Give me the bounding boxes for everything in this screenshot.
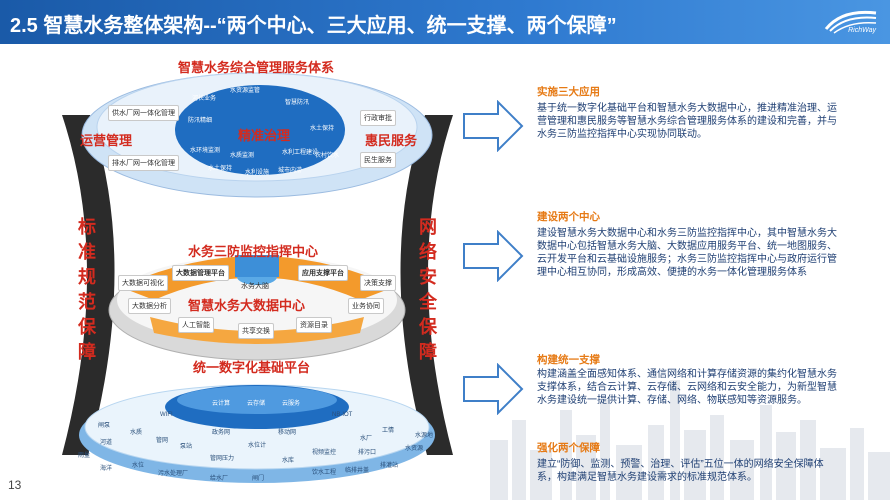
governance-item: 防汛精细 xyxy=(188,118,213,124)
sensor-item: 闸门 xyxy=(252,476,265,482)
sensor-item: 河道 xyxy=(100,440,113,446)
mid-bottom-item: 人工智能 xyxy=(178,317,214,333)
app-label-governance: 精准治理 xyxy=(238,128,291,143)
sensor-item: 闸泵 xyxy=(98,423,111,429)
header-bar: 2.5 智慧水务整体架构--“两个中心、三大应用、统一支撑、两个保障” Rich… xyxy=(0,0,890,44)
sensor-item: 雨量 xyxy=(78,453,91,459)
governance-item: 水土保持 xyxy=(310,126,335,132)
app-label-public-service: 惠民服务 xyxy=(365,133,418,148)
mid-left-item: 大数据可视化 xyxy=(118,275,168,291)
sensor-item: 水厂 xyxy=(360,436,373,442)
bigdata-mgmt-platform: 大数据管理平台 xyxy=(172,265,229,281)
network-item: 移动网 xyxy=(278,430,297,436)
mid-bottom-item: 共享交换 xyxy=(238,323,274,339)
section-body-apps: 基于统一数字化基础平台和智慧水务大数据中心，推进精准治理、运营管理和惠民服务等智… xyxy=(537,103,837,140)
sensor-item: 排灌站 xyxy=(380,463,399,469)
governance-item: 水质监测 xyxy=(230,153,255,159)
page-number: 13 xyxy=(8,478,22,492)
network-item: NB-IOT xyxy=(332,412,353,418)
sensor-item: 排污口 xyxy=(358,450,377,456)
page-title: 2.5 智慧水务整体架构--“两个中心、三大应用、统一支撑、两个保障” xyxy=(10,15,617,37)
sensor-item: 视频监控 xyxy=(312,450,337,456)
section-body-support: 构建涵盖全面感知体系、通信网络和计算存储资源的集约化智慧水务支撑体系，结合云计算… xyxy=(537,369,837,406)
left-app-item: 排水厂网一体化管理 xyxy=(108,155,179,171)
cloud-item: 云计算 xyxy=(212,401,231,407)
governance-item: 水利工程建设 xyxy=(282,150,319,156)
command-center-title: 水务三防监控指挥中心 xyxy=(188,244,319,259)
section-body-centers: 建设智慧水务大数据中心和水务三防监控指挥中心，其中智慧水务大数据中心包括智慧水务… xyxy=(537,228,837,278)
architecture-diagram: 智慧水务综合管理服务体系 运营管理 精准治理 惠民服务 供水厂网一体化管理 排水… xyxy=(60,55,455,495)
logo-text: RichWay xyxy=(848,27,876,34)
left-app-item: 供水厂网一体化管理 xyxy=(108,105,179,121)
governance-item: 水土保持 xyxy=(208,166,233,172)
section-body-guarantee: 建立“防御、监测、预警、治理、评估”五位一体的网络安全保障体系，构建满足智慧水务… xyxy=(537,459,824,483)
network-security-vertical: 网络安全保障 xyxy=(419,217,437,362)
bigdata-center-title: 智慧水务大数据中心 xyxy=(188,298,306,313)
sensor-item: 水位计 xyxy=(248,443,267,449)
arrow-right-icon xyxy=(463,100,524,152)
app-label-operation: 运营管理 xyxy=(80,133,133,148)
sensor-item: 管网压力 xyxy=(210,456,235,462)
section-title-centers: 建设两个中心 xyxy=(537,211,600,223)
section-title-support: 构建统一支撑 xyxy=(537,354,600,366)
governance-item: 智慧防汛 xyxy=(285,100,310,106)
sensor-item: 水质 xyxy=(130,430,143,436)
richway-logo-icon xyxy=(824,10,877,34)
top-system-title: 智慧水务综合管理服务体系 xyxy=(178,60,335,75)
sensor-item: 给水厂 xyxy=(210,476,229,482)
sensor-item: 泵站 xyxy=(180,444,193,450)
sensor-item: 水库 xyxy=(282,458,295,464)
section-title-guarantee: 强化两个保障 xyxy=(537,442,600,454)
app-support-platform: 应用支撑平台 xyxy=(298,265,348,281)
governance-item: 河长业务 xyxy=(192,96,217,102)
sensor-item: 水源地 xyxy=(415,433,434,439)
arrow-right-icon xyxy=(463,363,524,415)
section-title-apps: 实施三大应用 xyxy=(537,86,600,98)
mid-right-item: 决策支撑 xyxy=(360,275,396,291)
network-item: WIFI xyxy=(160,412,173,418)
standard-guarantee-vertical: 标准规范保障 xyxy=(78,217,96,362)
sensor-item: 临排井盖 xyxy=(345,468,370,474)
sensor-item: 管网 xyxy=(156,438,169,444)
sensor-item: 水资源 xyxy=(405,446,424,452)
mid-bottom-item: 资源目录 xyxy=(296,317,332,333)
governance-item: 水环境监测 xyxy=(190,148,221,154)
arrow-right-icon xyxy=(463,230,524,282)
city-skyline-background xyxy=(490,380,890,500)
governance-item: 水资源监管 xyxy=(230,88,261,94)
network-item: 政务网 xyxy=(212,430,231,436)
right-app-item: 民生服务 xyxy=(360,152,396,168)
right-app-item: 行政审批 xyxy=(360,110,396,126)
base-platform-title: 统一数字化基础平台 xyxy=(193,360,311,375)
sensor-item: 工情 xyxy=(382,428,395,434)
governance-item: 农村饮水 xyxy=(315,153,340,159)
mid-left-item: 大数据分析 xyxy=(128,298,171,314)
cloud-item: 云存储 xyxy=(247,401,266,407)
sensor-item: 海洋 xyxy=(100,466,113,472)
mid-right-item: 业务协同 xyxy=(348,298,384,314)
cloud-item: 云服务 xyxy=(282,401,301,407)
water-brain-label: 水务大脑 xyxy=(241,283,269,290)
governance-item: 水利设施 xyxy=(245,170,270,176)
sensor-item: 污水处理厂 xyxy=(158,471,189,477)
sensor-item: 饮水工程 xyxy=(312,470,337,476)
sensor-item: 水位 xyxy=(132,463,145,469)
governance-item: 城市内涝 xyxy=(278,168,303,174)
